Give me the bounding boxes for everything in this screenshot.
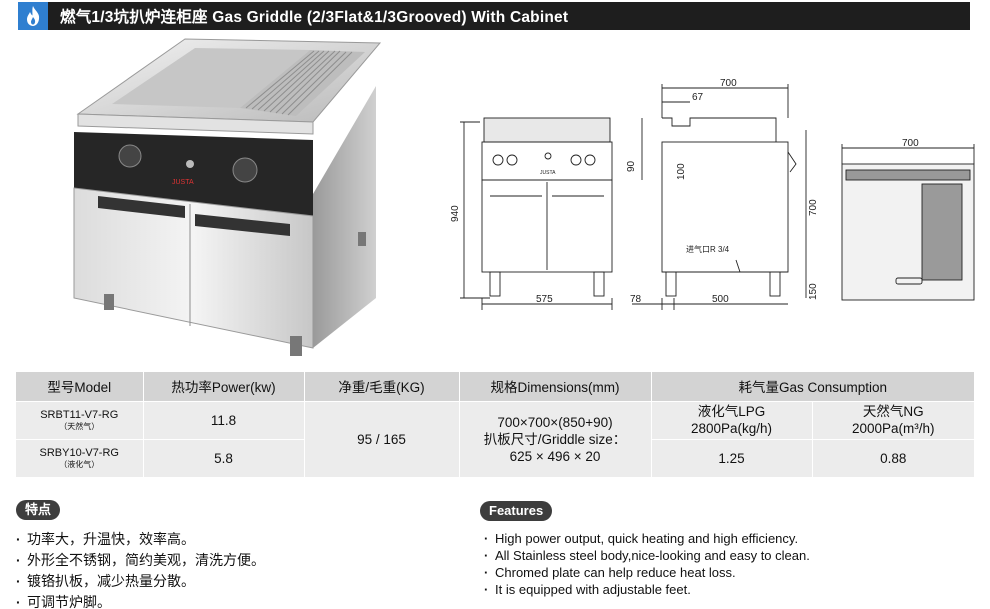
model-note: （液化气） — [59, 459, 100, 469]
gas-inlet-label: 进气口R 3/4 — [686, 244, 730, 254]
front-logo: JUSTA — [540, 170, 556, 176]
model-cell: SRBT11-V7-RG （天然气） — [16, 400, 144, 439]
side-top-height: 90 — [626, 160, 637, 172]
model-name: SRBT11-V7-RG — [40, 408, 119, 421]
power-cell: 11.8 — [143, 400, 305, 439]
header-weight: 净重/毛重(KG) — [304, 372, 460, 401]
list-item: All Stainless steel body,nice-looking an… — [484, 547, 810, 564]
lpg-label: 液化气LPG — [697, 404, 766, 419]
dimensions-value: 700×700×(850+90) — [497, 414, 613, 430]
features-cn-title: 特点 — [16, 500, 61, 520]
ng-header-cell: 天然气NG 2000Pa(m³/h) — [812, 400, 974, 439]
model-cell: SRBY10-V7-RG （液化气） — [16, 438, 144, 477]
lpg-value-cell: 1.25 — [651, 438, 813, 477]
side-view: 700 67 90 100 700 150 进气口R 3/4 78 500 — [626, 78, 819, 310]
front-width: 575 — [536, 294, 553, 305]
list-item: 可调节炉脚。 — [16, 592, 265, 609]
list-item: 功率大，升温快，效率高。 — [16, 529, 265, 550]
power-cell: 5.8 — [143, 438, 305, 477]
header-model: 型号Model — [16, 372, 144, 401]
lpg-unit: 2800Pa(kg/h) — [690, 421, 773, 436]
technical-drawings: JUSTA 940 575 700 67 90 — [450, 72, 980, 322]
product-photo: JUSTA — [60, 36, 390, 361]
side-left-gap: 78 — [630, 294, 642, 305]
header-bar: 燃气1/3坑扒炉连柜座 Gas Griddle (2/3Flat&1/3Groo… — [18, 2, 970, 30]
front-height: 940 — [450, 205, 461, 222]
flame-icon — [18, 2, 48, 30]
list-item: 镀铬扒板，减少热量分散。 — [16, 571, 265, 592]
brand-label: JUSTA — [172, 179, 194, 186]
side-leg-height: 150 — [808, 283, 819, 300]
top-width: 700 — [902, 138, 919, 149]
header-power: 热功率Power(kw) — [143, 372, 305, 401]
model-name: SRBY10-V7-RG — [39, 446, 119, 459]
weight-cell: 95 / 165 — [304, 400, 460, 477]
ng-value-cell: 0.88 — [812, 438, 974, 477]
features-cn-list: 功率大，升温快，效率高。 外形全不锈钢，简约美观，清洗方便。 镀铬扒板，减少热量… — [16, 529, 265, 609]
list-item: It is equipped with adjustable feet. — [484, 581, 810, 598]
features-en-title: Features — [480, 501, 553, 521]
page-title: 燃气1/3坑扒炉连柜座 Gas Griddle (2/3Flat&1/3Groo… — [60, 9, 569, 26]
model-note: （天然气） — [59, 421, 100, 431]
list-item: Chromed plate can help reduce heat loss. — [484, 564, 810, 581]
lpg-header-cell: 液化气LPG 2800Pa(kg/h) — [651, 400, 813, 439]
features-en-list: High power output, quick heating and hig… — [484, 530, 810, 598]
list-item: High power output, quick heating and hig… — [484, 530, 810, 547]
side-panel-height: 100 — [676, 163, 687, 180]
griddle-label: 扒板尺寸/Griddle size： — [483, 431, 627, 447]
side-offset: 67 — [692, 92, 704, 103]
griddle-size: 625 × 496 × 20 — [509, 448, 601, 464]
header-gas: 耗气量Gas Consumption — [651, 372, 974, 401]
top-view: 700 — [841, 138, 975, 301]
side-depth: 500 — [712, 294, 729, 305]
list-item: 外形全不锈钢，简约美观，清洗方便。 — [16, 550, 265, 571]
side-body-height: 700 — [808, 199, 819, 216]
front-view: JUSTA 940 575 — [450, 117, 613, 310]
ng-label: 天然气NG — [862, 404, 924, 419]
ng-unit: 2000Pa(m³/h) — [851, 421, 935, 436]
side-width: 700 — [720, 78, 737, 89]
header-dimensions: 规格Dimensions(mm) — [459, 372, 652, 401]
spec-table: 型号Model 热功率Power(kw) 净重/毛重(KG) 规格Dimensi… — [16, 372, 974, 477]
dimensions-cell: 700×700×(850+90) 扒板尺寸/Griddle size： 625 … — [459, 400, 652, 477]
